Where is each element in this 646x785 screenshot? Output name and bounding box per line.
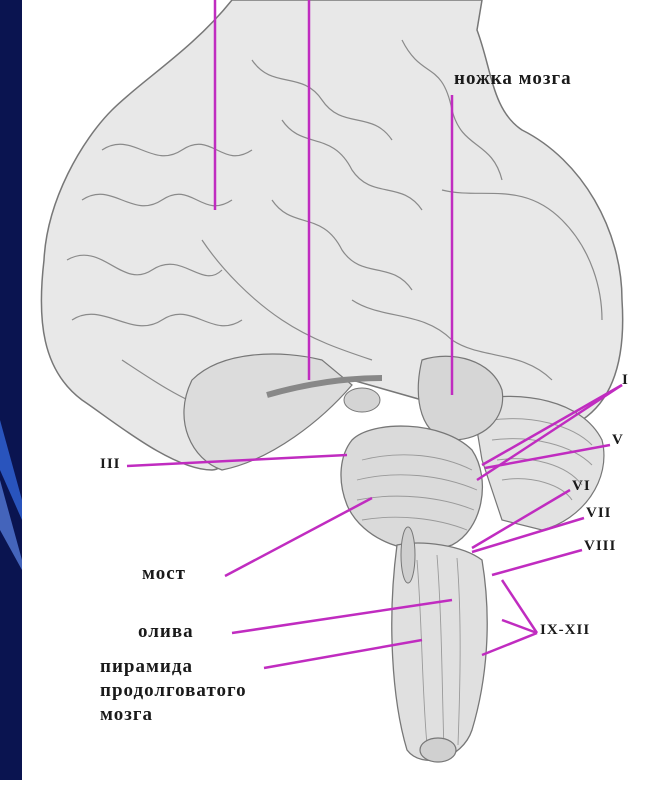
label-nerves-IX-XII: IX-XII [540, 622, 590, 639]
label-pyramid-line-3: мозга [100, 704, 153, 726]
label-nerve-V: V [612, 432, 624, 449]
olive-shape [401, 527, 415, 583]
label-pyramid-line-2: продолговатого [100, 680, 247, 702]
label-olive: олива [138, 621, 194, 643]
side-decoration-panel [0, 0, 22, 780]
label-nerve-VIII: VIII [584, 538, 616, 555]
label-nerve-VI: VI [572, 478, 591, 495]
label-nerve-I: I [622, 372, 629, 389]
brain-diagram: ножка мозга I III V VI VII VIII IX-XII м… [22, 0, 646, 780]
label-pyramid-line-1: пирамида [100, 656, 193, 678]
label-pons: мост [142, 563, 186, 585]
label-nerve-VII: VII [586, 505, 612, 522]
label-nerve-III: III [100, 456, 121, 473]
blue-diagonal-decoration [0, 0, 22, 780]
label-cerebral-peduncle: ножка мозга [454, 68, 572, 90]
